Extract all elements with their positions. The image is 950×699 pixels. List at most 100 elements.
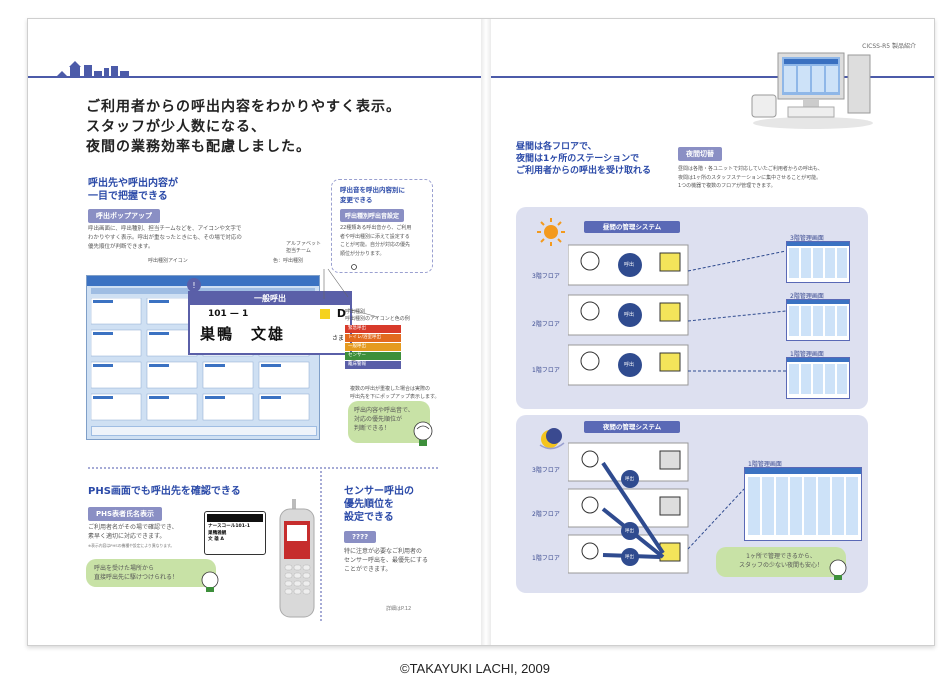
right-title-line-1: 昼間は各フロアで、 bbox=[516, 142, 597, 152]
section1-body: 呼出画面に、呼出種別、担当チームなどを、アイコンや文字で わかりやすく表示。呼出… bbox=[88, 225, 328, 252]
popup-room: 101 — 1 bbox=[208, 309, 249, 319]
section1-title-line-2: 一目で把握できる bbox=[88, 191, 168, 202]
overlap-note: 複数の呼出が重複した場合は実際の 呼出先を下にポップアップ表示します。 bbox=[350, 385, 440, 401]
popup-title: 一般呼出 bbox=[190, 293, 350, 305]
night-diagram bbox=[568, 442, 745, 574]
tip-bubble-phs-line-1: 呼出を受けた場所から bbox=[94, 565, 155, 572]
right-body-line-2: 夜間は1ヶ所のスタッフステーションに集中させることが可能。 bbox=[678, 174, 822, 181]
section1-title-line-1: 呼出先や呼出内容が bbox=[88, 178, 178, 189]
tip-bubble-night-line-2: スタッフの少ない夜間も安心！ bbox=[738, 562, 823, 569]
legend-sensor: センサー bbox=[345, 352, 401, 360]
section3-body: ご利用者名がその場で確認でき、 素早く適切に対応できます。 bbox=[88, 523, 178, 541]
legend-title-line-2: 呼出種別のアイコンと色の例 bbox=[345, 316, 410, 322]
section1-label: 呼出ポップアップ bbox=[88, 209, 160, 223]
section4-body-line-1: 特に注意が必要なご利用者の bbox=[344, 548, 423, 555]
header-caption: CICSS-R5 製品紹介 bbox=[862, 43, 916, 50]
computer-illustration bbox=[751, 52, 873, 129]
section4-body: 特に注意が必要なご利用者の センサー呼出を、最優先にする ことができます。 bbox=[344, 547, 428, 574]
svg-text:!: ! bbox=[192, 281, 195, 290]
general-call-icon: ! bbox=[187, 278, 201, 292]
staff-character-icon-2 bbox=[201, 571, 219, 592]
legend-title-line-1: 呼出種別 bbox=[345, 309, 366, 315]
section4-title-line-1: センサー呼出の bbox=[344, 486, 414, 497]
day-screen-1-grid bbox=[789, 364, 847, 394]
night-floor-1: 1階フロア bbox=[532, 555, 560, 562]
tip-bubble-priority-line-2: 対応の優先順位が bbox=[354, 416, 403, 423]
icon-label: 呼出種別アイコン bbox=[148, 258, 188, 264]
section-divider-vertical bbox=[320, 471, 322, 621]
tip-bubble-priority-line-3: 判断できる！ bbox=[354, 425, 390, 432]
right-body-line-1: 昼間は各階・各ユニットで対応していたご利用者からの呼出も、 bbox=[678, 166, 823, 172]
headline-line-3: 夜間の業務効率も配慮しました。 bbox=[86, 139, 311, 155]
day-screen-label-2: 2階管理画面 bbox=[790, 293, 824, 300]
day-system-label: 昼間の管理システム bbox=[584, 221, 680, 233]
night-screen-bar bbox=[745, 468, 861, 474]
right-title-line-3: ご利用者からの呼出を受け取れる bbox=[516, 166, 652, 176]
phs-line-2: 巣鴨雅観 bbox=[208, 530, 227, 536]
day-screen-1-bar bbox=[787, 358, 849, 362]
day-diagram bbox=[568, 244, 787, 386]
night-floor-3: 3階フロア bbox=[532, 467, 560, 474]
section4-label: ???? bbox=[344, 531, 377, 543]
right-title-line-2: 夜間は1ヶ所のステーションで bbox=[516, 154, 640, 164]
popup-name: 巣鴨 文雄 bbox=[200, 325, 286, 343]
tip-bubble-phs: 呼出を受けた場所から 直接呼出先に駆けつけられる！ bbox=[86, 559, 216, 587]
section2-box bbox=[331, 179, 433, 273]
overlap-note-line-1: 複数の呼出が重複した場合は実際の bbox=[350, 386, 431, 392]
day-screen-label-3: 3階管理画面 bbox=[790, 235, 824, 242]
tip-bubble-phs-line-2: 直接呼出先に駆けつけられる！ bbox=[94, 574, 179, 581]
day-screen-2-grid bbox=[789, 306, 847, 336]
section4-body-line-2: センサー呼出を、最優先にする bbox=[344, 557, 429, 564]
day-screen-3 bbox=[786, 241, 850, 283]
color-label: 色：呼出種別 bbox=[273, 258, 304, 264]
alpha-label-line-2: 担当チーム bbox=[286, 248, 311, 254]
section2-body-line-1: 22種類ある呼出音から、ご利用 bbox=[340, 225, 412, 231]
main-headline: ご利用者からの呼出内容をわかりやすく表示。 スタッフが少人数になる、 夜間の業務… bbox=[86, 97, 401, 157]
legend-bed-exit: 離床警報 bbox=[345, 361, 401, 369]
page-reference: 詳細はP.12 bbox=[386, 606, 412, 612]
popup-team: D bbox=[336, 307, 346, 320]
night-screen-grid bbox=[748, 477, 858, 535]
tip-bubble-priority-line-1: 呼出内容や呼出音で、 bbox=[354, 407, 414, 414]
phs-display-zoom: ナースコール101-1 巣鴨雅観 文 雄 A bbox=[204, 511, 266, 555]
section2-body-line-4: 順位が分かります。 bbox=[340, 250, 385, 257]
headline-line-2: スタッフが少人数になる、 bbox=[86, 119, 266, 135]
day-scene-2 bbox=[568, 294, 689, 336]
tip-bubble-night: 1ヶ所で管理できるから、 スタッフの少ない夜間も安心！ bbox=[716, 547, 846, 577]
right-body: 昼間は各階・各ユニットで対応していたご利用者からの呼出も、 夜間は1ヶ所のスタッ… bbox=[678, 165, 823, 191]
sun-icon bbox=[537, 218, 565, 246]
section3-label: PHS表者氏名表示 bbox=[88, 507, 163, 521]
legend-general: 一般呼出 bbox=[345, 343, 401, 351]
section4-title: センサー呼出の 優先順位を 設定できる bbox=[344, 485, 414, 524]
night-call-label-3: 呼出 bbox=[625, 477, 634, 482]
day-call-label-2: 呼出 bbox=[624, 312, 635, 318]
brochure-spread: CICSS-R5 製品紹介 ご利用者からの呼出内容をわかりやすく表示。 スタッフ… bbox=[27, 18, 935, 646]
night-screen bbox=[744, 467, 862, 541]
section1-title: 呼出先や呼出内容が 一目で把握できる bbox=[88, 177, 178, 203]
day-floor-1: 1階フロア bbox=[532, 367, 560, 374]
popup-color-swatch bbox=[320, 309, 330, 319]
section3-title: PHS画面でも呼出先を確認できる bbox=[88, 486, 241, 497]
alpha-label: アルファベット 担当チーム bbox=[286, 241, 321, 255]
day-call-label-1: 呼出 bbox=[624, 362, 635, 368]
headline-line-1: ご利用者からの呼出内容をわかりやすく表示。 bbox=[86, 99, 401, 115]
section4-title-line-3: 設定できる bbox=[344, 512, 394, 523]
staff-character-icon-3 bbox=[829, 559, 847, 580]
day-screen-2 bbox=[786, 299, 850, 341]
right-title: 昼間は各フロアで、 夜間は1ヶ所のステーションで ご利用者からの呼出を受け取れる bbox=[516, 141, 651, 177]
tip-bubble-night-line-1: 1ヶ所で管理できるから、 bbox=[746, 553, 816, 560]
phs-display-header bbox=[207, 514, 263, 522]
phs-phone-illustration bbox=[279, 499, 315, 618]
copyright-notice: ©TAKAYUKI LACHI, 2009 bbox=[400, 661, 550, 676]
right-label: 夜間切替 bbox=[678, 147, 722, 161]
day-screen-label-1: 1階管理画面 bbox=[790, 351, 824, 358]
section2-body-line-3: ことが可能。自分が対応の優先 bbox=[340, 242, 411, 248]
day-scene-3 bbox=[568, 244, 689, 286]
section3-small-note: ※表示内容はPHSの機種や設定により異なります。 bbox=[88, 543, 175, 548]
screen-titlebar bbox=[87, 276, 319, 286]
night-call-label-1: 呼出 bbox=[625, 555, 634, 560]
alpha-label-line-1: アルファベット bbox=[286, 241, 321, 247]
section1-body-line-2: わかりやすく表示。呼出が重なったときにも、その場で対応の bbox=[88, 235, 242, 241]
moon-icon bbox=[539, 428, 565, 450]
staff-character-icon bbox=[413, 421, 433, 446]
